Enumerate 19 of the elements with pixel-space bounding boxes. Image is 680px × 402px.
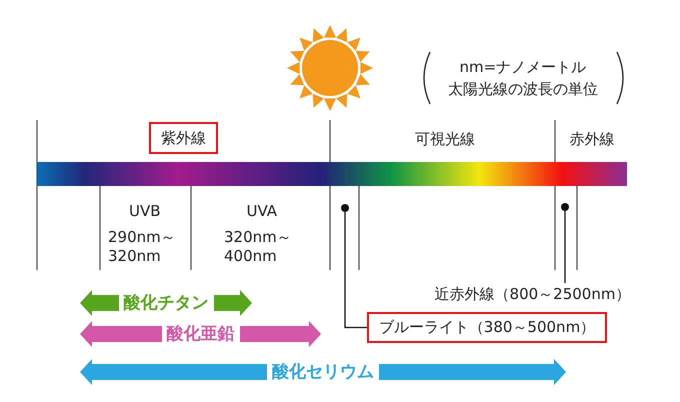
label-box: ブルーライト（380～500nm）: [367, 312, 607, 343]
text-label: 赤外線: [570, 130, 614, 149]
range-label: 酸化亜鉛: [162, 323, 240, 345]
text-label: 可視光線: [415, 130, 475, 149]
leader-line: [564, 211, 566, 283]
node-label: 近赤外線（800～2500nm）: [430, 283, 635, 305]
text-label: UVB: [129, 202, 161, 221]
range-label: 酸化セリウム: [267, 361, 379, 383]
dot-marker: [341, 204, 349, 212]
text-label: nm=ナノメートル: [460, 58, 586, 77]
text-label: 320nm～ 400nm: [224, 228, 293, 266]
label-box: 紫外線: [149, 122, 218, 154]
range-label: 酸化チタン: [118, 292, 214, 314]
text-label: 290nm～ 320nm: [108, 228, 177, 266]
dot-marker: [561, 203, 569, 211]
leader-line: [344, 212, 367, 328]
text-label: UVA: [246, 202, 278, 221]
spectrum-bar: [37, 162, 627, 186]
text-label: 太陽光線の波長の単位: [448, 80, 598, 99]
